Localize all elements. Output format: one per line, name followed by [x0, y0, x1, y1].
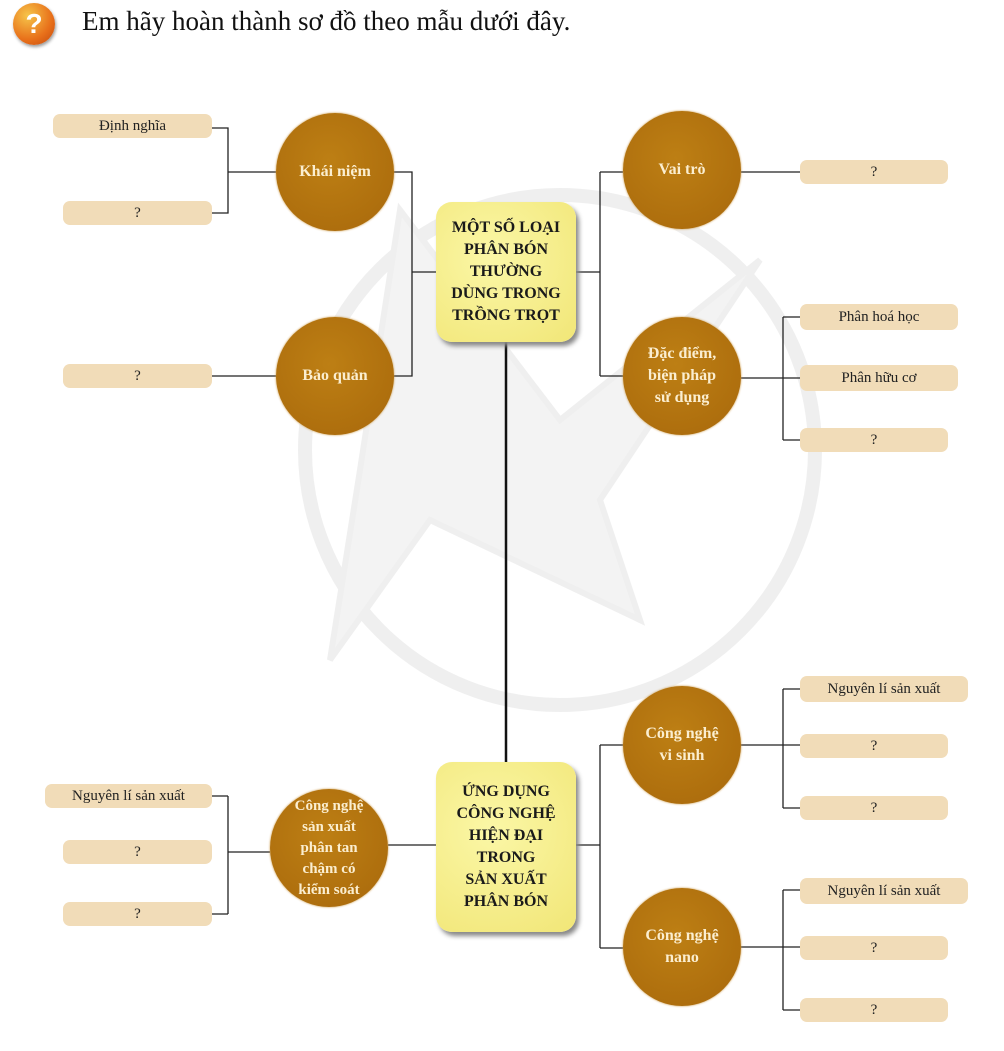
- blank-item[interactable]: ?: [800, 936, 948, 960]
- blank-item[interactable]: ?: [800, 734, 948, 758]
- item-dinh-nghia: Định nghĩa: [53, 114, 212, 138]
- blank-item[interactable]: ?: [800, 998, 948, 1022]
- node-tan-cham: Công nghệ sản xuất phân tan chậm có kiểm…: [270, 789, 388, 907]
- question-icon: ?: [13, 3, 55, 45]
- item-nguyen-li: Nguyên lí sản xuất: [800, 676, 968, 702]
- central-topic-top: MỘT SỐ LOẠI PHÂN BÓN THƯỜNG DÙNG TRONG T…: [436, 202, 576, 342]
- node-vai-tro: Vai trò: [623, 111, 741, 229]
- blank-item[interactable]: ?: [800, 428, 948, 452]
- blank-item[interactable]: ?: [63, 840, 212, 864]
- blank-item[interactable]: ?: [800, 160, 948, 184]
- blank-item[interactable]: ?: [63, 364, 212, 388]
- node-dac-diem: Đặc điểm, biện pháp sử dụng: [623, 317, 741, 435]
- node-khai-niem: Khái niệm: [276, 113, 394, 231]
- node-vi-sinh: Công nghệ vi sinh: [623, 686, 741, 804]
- item-phan-huu-co: Phân hữu cơ: [800, 365, 958, 391]
- node-bao-quan: Bảo quản: [276, 317, 394, 435]
- node-nano: Công nghệ nano: [623, 888, 741, 1006]
- item-phan-hoa-hoc: Phân hoá học: [800, 304, 958, 330]
- item-nguyen-li: Nguyên lí sản xuất: [800, 878, 968, 904]
- blank-item[interactable]: ?: [63, 902, 212, 926]
- exercise-title: Em hãy hoàn thành sơ đồ theo mẫu dưới đâ…: [82, 6, 571, 36]
- item-nguyen-li: Nguyên lí sản xuất: [45, 784, 212, 808]
- central-topic-bottom: ỨNG DỤNG CÔNG NGHỆ HIỆN ĐẠI TRONG SẢN XU…: [436, 762, 576, 932]
- blank-item[interactable]: ?: [800, 796, 948, 820]
- blank-item[interactable]: ?: [63, 201, 212, 225]
